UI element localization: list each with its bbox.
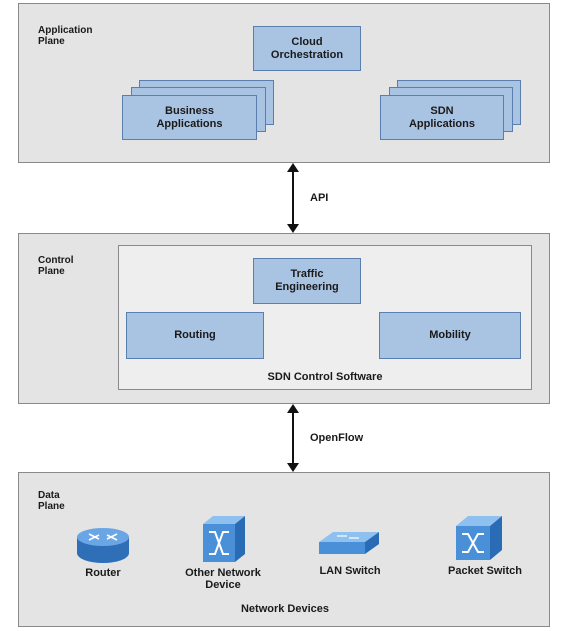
business-applications-box: Business Applications [122, 95, 257, 140]
network-device-icon [203, 516, 245, 562]
cloud-orchestration-label: Cloud Orchestration [270, 35, 344, 61]
routing-label: Routing [174, 329, 216, 341]
router-label: Router [85, 567, 121, 579]
cloud-orchestration-box: Cloud Orchestration [253, 26, 361, 71]
lan-switch-icon [319, 532, 379, 554]
business-applications-label: Business Applications [156, 104, 223, 130]
api-label: API [310, 192, 329, 204]
sdn-applications-label: SDN Applications [408, 104, 475, 130]
api-arrow [287, 163, 299, 233]
application-plane-label: Application Plane [38, 25, 93, 47]
control-plane-label: Control Plane [38, 255, 74, 277]
mobility-label: Mobility [429, 329, 471, 341]
packet-switch-icon [456, 516, 502, 560]
traffic-engineering-label: Traffic Engineering [275, 268, 339, 293]
openflow-arrow [287, 404, 299, 472]
other-network-device-label: Other Network Device [185, 567, 261, 591]
sdn-applications-box: SDN Applications [380, 95, 504, 140]
mobility-box: Mobility [379, 312, 521, 359]
data-plane-label: Data Plane [38, 490, 65, 512]
lan-switch-label: LAN Switch [319, 565, 381, 577]
sdn-control-software-label: SDN Control Software [267, 371, 383, 383]
openflow-label: OpenFlow [310, 432, 364, 444]
network-devices-label: Network Devices [240, 603, 330, 615]
traffic-engineering-box: Traffic Engineering [253, 258, 361, 304]
router-icon [77, 528, 129, 563]
routing-box: Routing [126, 312, 264, 359]
packet-switch-label: Packet Switch [448, 565, 522, 577]
